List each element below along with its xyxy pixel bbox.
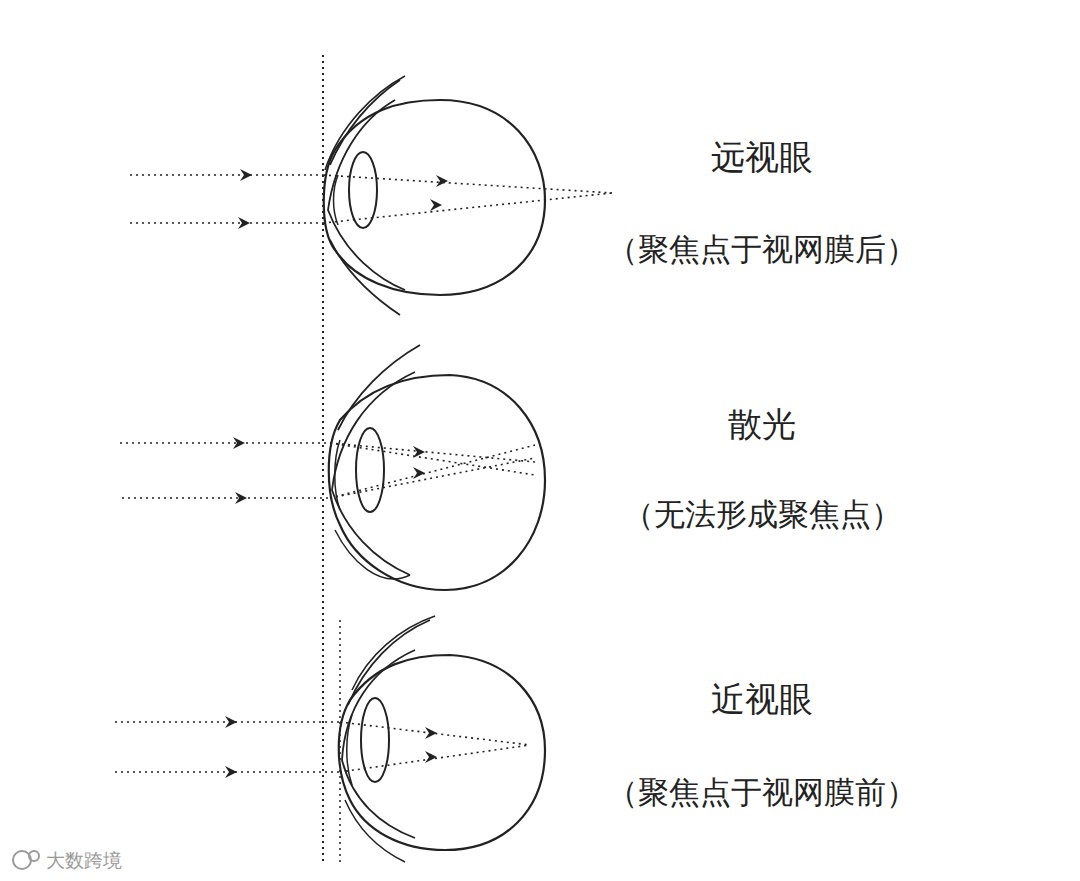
light-ray (120, 443, 535, 498)
light-ray (115, 722, 530, 772)
astigmatic-eye (329, 345, 545, 590)
condition-name: 近视眼 (711, 677, 813, 723)
reference-line (322, 55, 324, 862)
condition-note: （聚焦点于视网膜前） (607, 772, 917, 814)
condition-name: 远视眼 (711, 135, 813, 181)
hyperopic-eye (324, 76, 545, 315)
watermark: 大数跨境 (46, 848, 122, 874)
condition-note: （无法形成聚焦点） (623, 494, 902, 536)
condition-name: 散光 (728, 402, 796, 448)
condition-note: （聚焦点于视网膜后） (607, 229, 917, 271)
myopic-eye (339, 616, 545, 862)
ray-arrowhead (225, 169, 448, 778)
watermark-logo (13, 851, 39, 869)
light-ray (130, 175, 612, 223)
